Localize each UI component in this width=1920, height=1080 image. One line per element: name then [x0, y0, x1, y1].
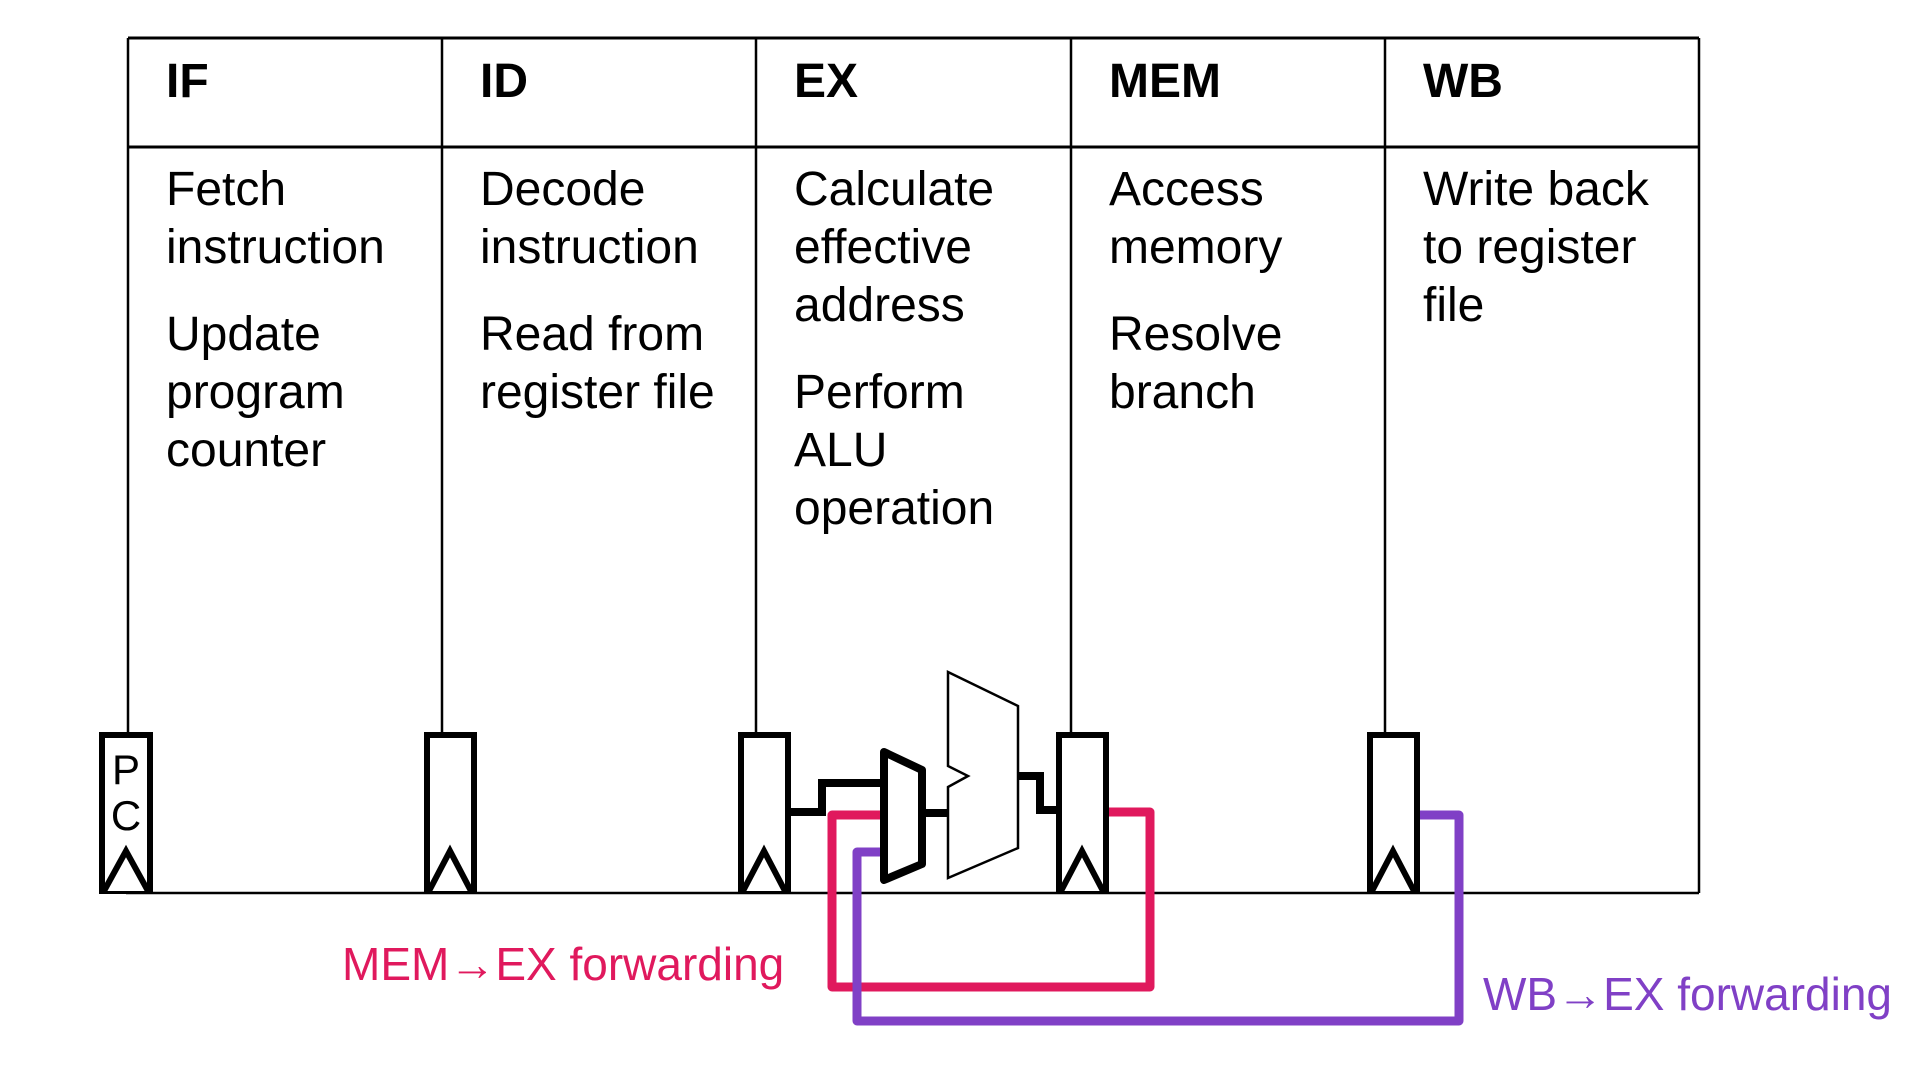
idex-to-mux-wire	[791, 779, 884, 816]
register-clock-triangle	[101, 844, 151, 893]
stage-cell-wb-paragraph: Write back to register file	[1423, 163, 1649, 332]
stage-cell-ex: Calculate effective address Perform ALU …	[794, 161, 994, 567]
mem-ex-forwarding-path	[827, 807, 1155, 992]
stage-cell-ex-paragraph: Calculate effective address	[794, 163, 995, 332]
stage-cell-if: Fetch instruction Update program counter	[166, 161, 385, 509]
stage-cell-if-paragraph: Fetch instruction	[166, 163, 385, 274]
register-clock-triangle	[740, 844, 788, 893]
wb-ex-forwarding-path	[852, 810, 1464, 1026]
register-clock-triangle	[1369, 844, 1417, 893]
stage-cell-mem: Access memory Resolve branch	[1109, 161, 1282, 451]
stage-cell-wb: Write back to register file	[1423, 161, 1649, 364]
pc-register-label: P C	[110, 746, 142, 839]
stage-header-wb: WB	[1423, 55, 1503, 108]
alu-to-exmem-wire	[1016, 772, 1058, 814]
ex-mem-register-shape	[1056, 732, 1109, 894]
register-clock-triangle	[426, 844, 474, 893]
mem-wb-register-shape	[1367, 732, 1420, 894]
forwarding-paths	[827, 807, 1464, 1026]
stage-cell-id-paragraph: Read from register file	[480, 308, 715, 419]
stage-header-if: IF	[166, 55, 209, 108]
alu-shape	[946, 670, 1020, 880]
stage-cell-mem-paragraph: Access memory	[1109, 163, 1283, 274]
stage-cell-id: Decode instruction Read from register fi…	[480, 161, 715, 451]
forwarding-mux-shape	[880, 748, 926, 884]
if-id-register-shape	[424, 732, 477, 894]
stage-header-ex: EX	[794, 55, 859, 108]
stage-cell-id-paragraph: Decode instruction	[480, 163, 699, 274]
stage-header-id: ID	[480, 55, 528, 108]
stage-header-mem: MEM	[1109, 55, 1221, 108]
register-clock-triangle	[1058, 844, 1106, 893]
mem-ex-forwarding-label: MEM→EX forwarding	[342, 938, 785, 990]
pipeline-registers	[99, 732, 1420, 894]
wb-ex-forwarding-label: WB→EX forwarding	[1483, 968, 1893, 1020]
id-ex-register-shape	[738, 732, 791, 894]
stage-cell-ex-paragraph: Perform ALU operation	[794, 366, 995, 535]
stage-cell-mem-paragraph: Resolve branch	[1109, 308, 1283, 419]
datapath-wires	[791, 772, 1058, 817]
stage-cell-if-paragraph: Update program counter	[166, 308, 345, 477]
pc-register-shape	[99, 732, 153, 894]
stage-table-grid	[126, 36, 1701, 895]
